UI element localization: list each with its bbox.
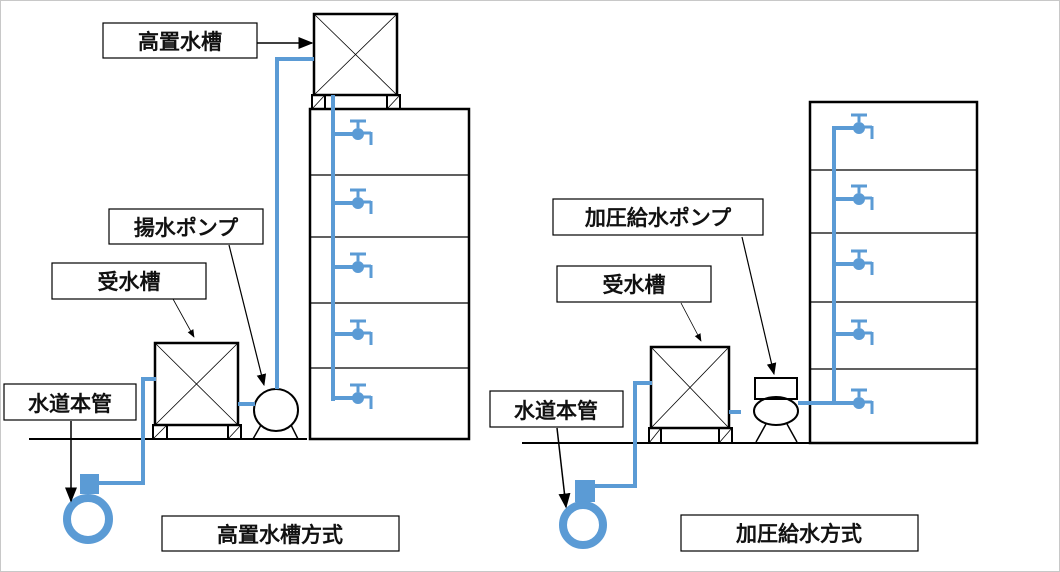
faucet-icon	[333, 119, 373, 145]
elevated-tank	[311, 12, 401, 110]
label-water-main: 水道本管	[489, 390, 624, 509]
svg-text:受水槽: 受水槽	[98, 270, 161, 294]
svg-text:加圧給水方式: 加圧給水方式	[735, 522, 862, 546]
label-booster-pump: 加圧給水ポンプ	[552, 198, 777, 376]
elevated-tank-system: 高置水槽 揚水ポンプ 受水槽 水道本管 高置水槽方式	[3, 12, 471, 552]
system-title-elevated: 高置水槽方式	[161, 515, 400, 552]
booster-pump	[753, 377, 799, 443]
label-receiving-tank: 受水槽	[556, 265, 712, 342]
faucet-icon	[834, 319, 874, 345]
receiving-tank	[152, 341, 242, 440]
svg-text:高置水槽方式: 高置水槽方式	[217, 523, 343, 547]
svg-text:水道本管: 水道本管	[514, 399, 598, 423]
faucets	[834, 113, 874, 414]
faucet-icon	[333, 252, 373, 278]
svg-text:受水槽: 受水槽	[603, 273, 666, 297]
floor-lines	[810, 169, 977, 370]
svg-text:加圧給水ポンプ: 加圧給水ポンプ	[584, 206, 732, 230]
faucet-icon	[834, 184, 874, 210]
lift-pump	[252, 388, 299, 440]
floor-lines	[310, 174, 469, 369]
label-receiving-tank: 受水槽	[51, 262, 207, 338]
svg-text:水道本管: 水道本管	[28, 392, 112, 416]
label-elevated-tank: 高置水槽	[102, 22, 314, 59]
faucet-icon	[834, 113, 874, 139]
faucets	[333, 119, 373, 409]
svg-text:揚水ポンプ: 揚水ポンプ	[134, 216, 239, 240]
receiving-tank	[648, 345, 733, 444]
svg-text:高置水槽: 高置水槽	[138, 30, 222, 54]
label-lift-pump: 揚水ポンプ	[108, 208, 267, 387]
building	[808, 100, 979, 445]
faucet-icon	[333, 383, 373, 409]
water-pipes	[559, 126, 836, 549]
faucet-icon	[834, 388, 874, 414]
faucet-icon	[333, 319, 373, 345]
system-title-booster: 加圧給水方式	[680, 514, 919, 552]
faucet-icon	[333, 188, 373, 214]
booster-pump-system: 加圧給水ポンプ 受水槽 水道本管 加圧給水方式	[489, 100, 979, 552]
label-water-main: 水道本管	[3, 383, 137, 503]
water-pipes	[63, 57, 335, 544]
faucet-icon	[834, 249, 874, 275]
